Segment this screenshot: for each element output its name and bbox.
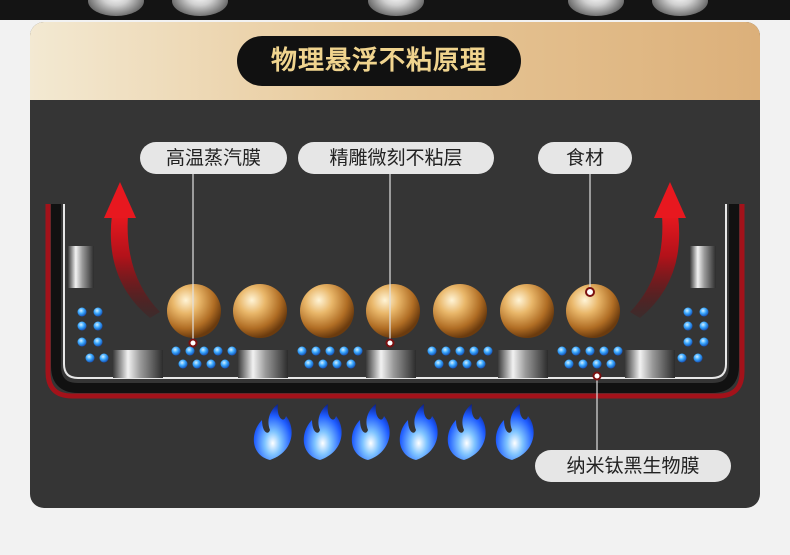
gold-ball-icon (566, 284, 620, 338)
coating-block-icon (113, 350, 163, 378)
steam-arrow-icon (630, 215, 680, 318)
water-bubble-icon (683, 337, 693, 347)
water-bubble-icon (325, 346, 335, 356)
steam-arrow-icon (110, 215, 160, 318)
flame-icon (399, 404, 438, 460)
water-bubble-icon (85, 353, 95, 363)
water-bubble-icon (455, 346, 465, 356)
water-bubble-icon (564, 359, 574, 369)
label-food: 食材 (538, 142, 632, 174)
gold-ball-icon (500, 284, 554, 338)
diagram-panel: 物理悬浮不粘原理 (30, 22, 760, 508)
water-bubble-icon (206, 359, 216, 369)
water-bubble-icon (434, 359, 444, 369)
coating-block-icon (68, 246, 94, 288)
water-bubble-icon (353, 346, 363, 356)
pan-outer-layer (45, 204, 745, 399)
top-knob-strip (0, 0, 790, 20)
water-bubble-icon (441, 346, 451, 356)
steam-arrow-icon (654, 182, 686, 218)
water-bubble-icon (476, 359, 486, 369)
flame-icon (253, 404, 292, 460)
water-bubble-icon (77, 307, 87, 317)
label-nano-titanium-film: 纳米钛黑生物膜 (535, 450, 731, 482)
water-bubble-icon (199, 346, 209, 356)
pan-wall (51, 204, 739, 393)
leader-dots (188, 287, 602, 381)
water-bubble-icon (578, 359, 588, 369)
water-bubble-icon (99, 353, 109, 363)
knob-icon (172, 0, 228, 16)
label-steam-film: 高温蒸汽膜 (140, 142, 287, 174)
flame-icon (303, 404, 342, 460)
water-bubble-icon (571, 346, 581, 356)
water-bubble-icon (483, 346, 493, 356)
water-bubble-icon (677, 353, 687, 363)
water-bubble-icon (699, 321, 709, 331)
flame-icon (447, 404, 486, 460)
water-bubble-icon (304, 359, 314, 369)
water-bubble-icon (192, 359, 202, 369)
water-bubble-icon (693, 353, 703, 363)
knob-icon (368, 0, 424, 16)
diagram-title: 物理悬浮不粘原理 (237, 36, 521, 86)
water-bubble-icon (178, 359, 188, 369)
water-bubble-icon (171, 346, 181, 356)
coating-block-icon (366, 350, 416, 378)
steam-arrow-icon (104, 182, 136, 218)
water-bubble-icon (613, 346, 623, 356)
water-bubble-icon (427, 346, 437, 356)
water-bubble-icon (339, 346, 349, 356)
water-bubble-icon (683, 321, 693, 331)
leader-lines (192, 172, 598, 450)
water-bubble-icon (93, 307, 103, 317)
water-bubbles (77, 307, 709, 369)
gold-ball-icon (300, 284, 354, 338)
water-bubble-icon (77, 321, 87, 331)
water-bubble-icon (93, 337, 103, 347)
water-bubble-icon (592, 359, 602, 369)
water-bubble-icon (699, 307, 709, 317)
coating-block-icon (625, 350, 675, 378)
water-bubble-icon (585, 346, 595, 356)
water-bubble-icon (213, 346, 223, 356)
water-bubble-icon (297, 346, 307, 356)
water-bubble-icon (557, 346, 567, 356)
food-balls (167, 284, 620, 338)
water-bubble-icon (311, 346, 321, 356)
title-banner: 物理悬浮不粘原理 (30, 22, 760, 100)
water-bubble-icon (185, 346, 195, 356)
water-bubble-icon (227, 346, 237, 356)
gold-ball-icon (366, 284, 420, 338)
flame-icon (351, 404, 390, 460)
water-bubble-icon (346, 359, 356, 369)
water-bubble-icon (93, 321, 103, 331)
water-bubble-icon (469, 346, 479, 356)
coating-block-icon (690, 246, 716, 288)
flames (253, 404, 534, 460)
coating-block-icon (498, 350, 548, 378)
water-bubble-icon (683, 307, 693, 317)
water-bubble-icon (318, 359, 328, 369)
knob-icon (652, 0, 708, 16)
label-nonstick-coating: 精雕微刻不粘层 (298, 142, 494, 174)
water-bubble-icon (462, 359, 472, 369)
knob-icon (88, 0, 144, 16)
gold-ball-icon (233, 284, 287, 338)
coating-block-icon (238, 350, 288, 378)
water-bubble-icon (699, 337, 709, 347)
water-bubble-icon (448, 359, 458, 369)
water-bubble-icon (606, 359, 616, 369)
water-bubble-icon (599, 346, 609, 356)
water-bubble-icon (220, 359, 230, 369)
knob-icon (568, 0, 624, 16)
water-bubble-icon (332, 359, 342, 369)
flame-icon (495, 404, 534, 460)
water-bubble-icon (77, 337, 87, 347)
gold-ball-icon (167, 284, 221, 338)
gold-ball-icon (433, 284, 487, 338)
